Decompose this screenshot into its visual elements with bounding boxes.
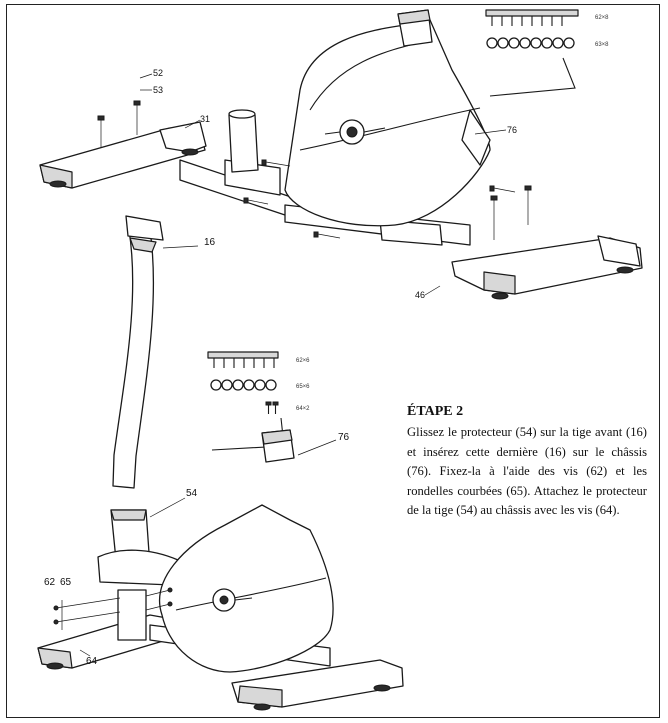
allen-key-icon: [489, 57, 576, 97]
label-part-62: 62: [44, 577, 56, 588]
top-fasteners: [97, 100, 532, 240]
hardware-label-63x8: 63×8: [595, 42, 609, 48]
label-part-46: 46: [415, 290, 425, 300]
label-part-53: 53: [153, 85, 163, 95]
step-instructions: ÉTAPE 2 Glissez le protecteur (54) sur l…: [407, 404, 647, 521]
screw-icon: [265, 401, 279, 414]
hardware-label-64x2: 64×2: [296, 406, 310, 412]
bolt-icon: [485, 9, 579, 26]
label-part-31: 31: [200, 114, 210, 124]
label-part-52: 52: [153, 68, 163, 78]
label-part-76-top: 76: [507, 125, 517, 135]
bottom-assembly: [37, 429, 404, 711]
top-exploded-assembly: [39, 9, 643, 300]
hardware-mid-group: [207, 351, 285, 451]
label-part-54: 54: [186, 488, 198, 499]
hardware-top-group: [485, 9, 579, 97]
label-part-64: 64: [86, 656, 98, 667]
hardware-label-62x8: 62×8: [595, 15, 609, 21]
flywheel-housing-bottom: [159, 429, 337, 673]
bolt-icon: [207, 351, 279, 368]
front-stabilizer: [451, 235, 643, 300]
post-shroud: [97, 497, 186, 586]
label-part-76-bottom: 76: [338, 432, 350, 443]
base-frame: [37, 589, 404, 711]
bottom-fasteners: [53, 587, 173, 657]
step-title: ÉTAPE 2: [407, 404, 464, 419]
washer-icon: [210, 379, 277, 391]
label-part-16: 16: [204, 237, 216, 248]
washer-icon: [486, 37, 575, 49]
front-post: [112, 215, 199, 489]
hardware-label-65x6: 65×6: [296, 384, 310, 390]
rear-stabilizer: [39, 121, 207, 189]
label-part-65: 65: [60, 577, 72, 588]
step-text: Glissez le protecteur (54) sur la tige a…: [407, 425, 647, 517]
hardware-label-62x6: 62×6: [296, 358, 310, 364]
flywheel-housing-top: [284, 9, 491, 227]
